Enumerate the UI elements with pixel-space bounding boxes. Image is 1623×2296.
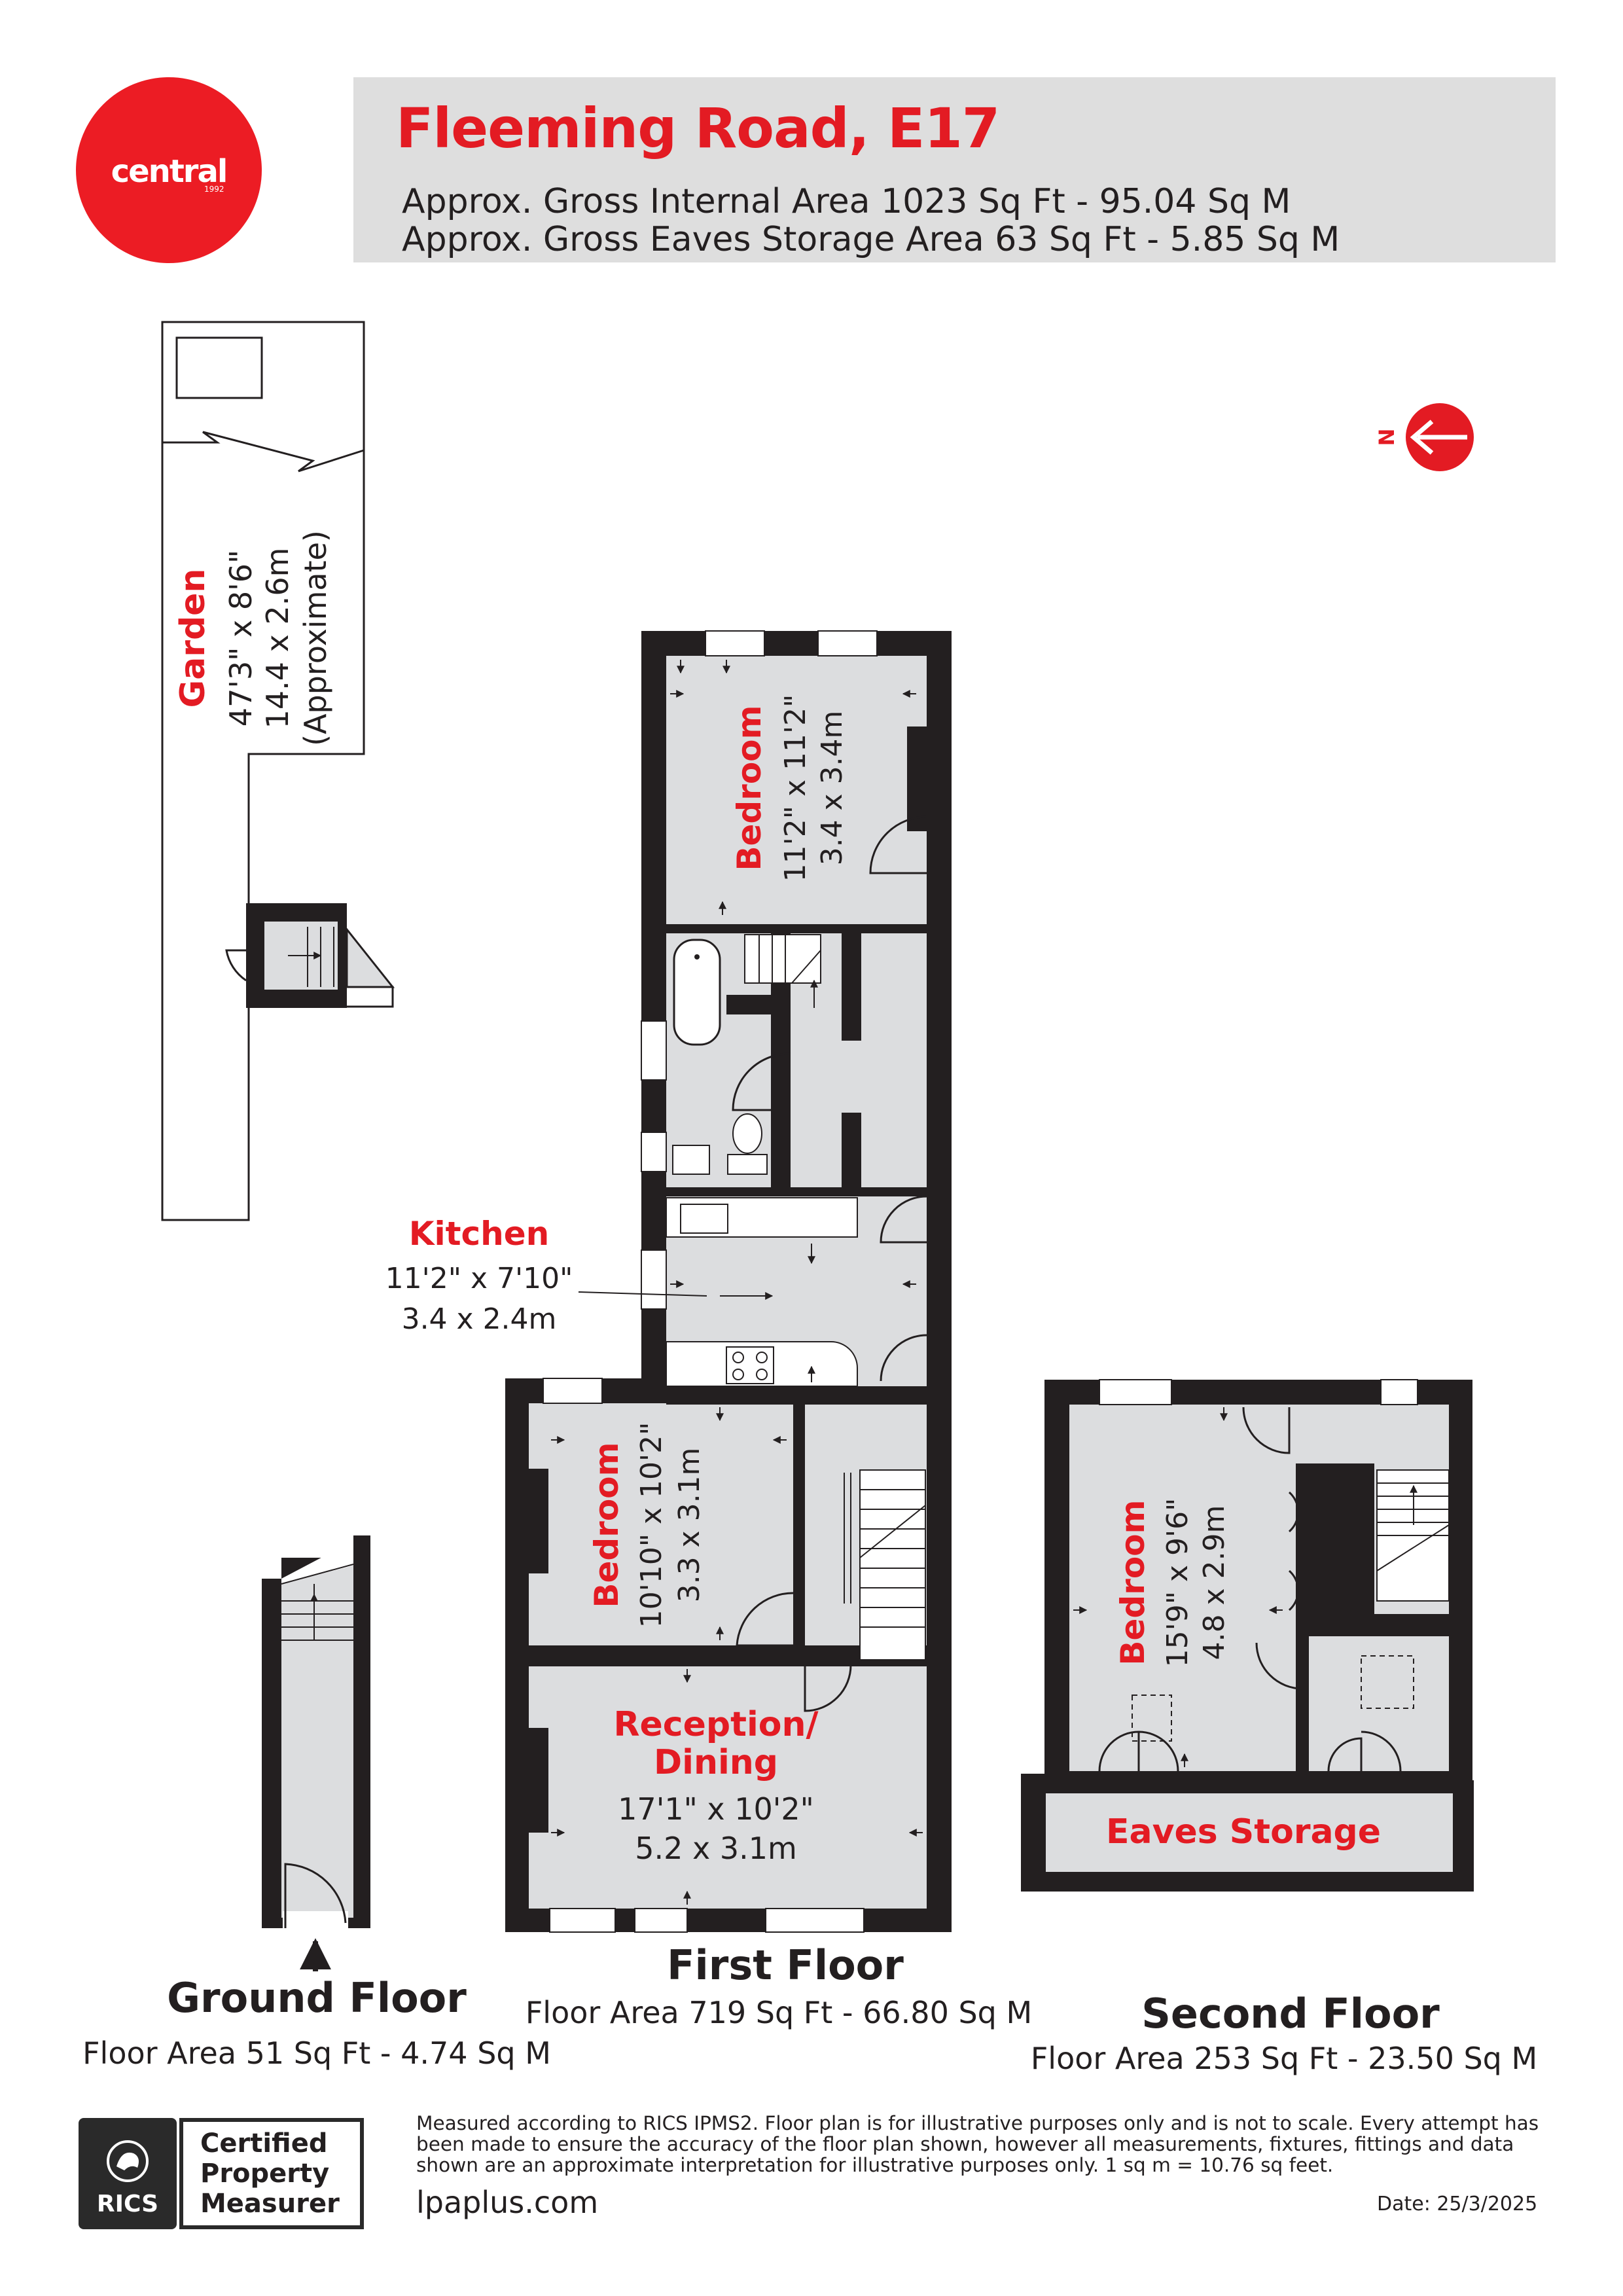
bedroom-rear-imperial: 11'2" x 11'2" <box>779 694 812 882</box>
rics-lion-icon <box>107 2140 149 2182</box>
first-floor-plan <box>505 630 952 1933</box>
first-floor-title: First Floor <box>667 1941 904 1989</box>
garden-label: Garden <box>173 569 213 708</box>
second-floor-area: Floor Area 253 Sq Ft - 23.50 Sq M <box>1030 2041 1538 2076</box>
ground-floor-plan <box>262 1535 370 1971</box>
ground-floor-title: Ground Floor <box>167 1974 467 2022</box>
central-logo: central 1992 <box>76 77 262 263</box>
website-link[interactable]: lpaplus.com <box>416 2185 599 2220</box>
reception-metric: 5.2 x 3.1m <box>635 1831 797 1866</box>
garden-note: (Approximate) <box>298 530 333 746</box>
disclaimer-text: Measured according to RICS IPMS2. Floor … <box>416 2112 1539 2176</box>
kitchen-imperial: 11'2" x 7'10" <box>385 1262 573 1295</box>
garden-metric: 14.4 x 2.6m <box>260 548 295 729</box>
measurer-line: Measurer <box>200 2189 340 2219</box>
rics-logo: RICS <box>79 2118 177 2229</box>
certified-property-measurer-badge: Certified Property Measurer <box>179 2118 364 2229</box>
reception-label-line2: Dining <box>654 1743 778 1782</box>
logo-year: 1992 <box>204 185 224 194</box>
eaves-storage-label: Eaves Storage <box>1106 1812 1381 1852</box>
compass-north-label: N <box>1374 429 1399 446</box>
bedroom-middle-imperial: 10'10" x 10'2" <box>635 1422 668 1628</box>
reception-label-line1: Reception/ <box>613 1705 818 1744</box>
bedroom-rear-label: Bedroom <box>730 705 768 870</box>
gross-internal-area: Approx. Gross Internal Area 1023 Sq Ft -… <box>402 182 1291 221</box>
ground-floor-area: Floor Area 51 Sq Ft - 4.74 Sq M <box>82 2036 551 2071</box>
bedroom-middle-metric: 3.3 x 3.1m <box>673 1448 706 1603</box>
plan-date: Date: 25/3/2025 <box>1377 2193 1538 2215</box>
header-panel <box>353 77 1556 262</box>
kitchen-metric: 3.4 x 2.4m <box>402 1302 557 1336</box>
certified-line: Certified <box>200 2128 328 2159</box>
page-title: Fleeming Road, E17 <box>396 96 1000 160</box>
bedroom-second-metric: 4.8 x 2.9m <box>1198 1505 1231 1660</box>
north-compass-icon: N <box>1374 403 1474 471</box>
logo-wordmark: central <box>111 153 228 190</box>
reception-imperial: 17'1" x 10'2" <box>618 1791 814 1827</box>
first-floor-area: Floor Area 719 Sq Ft - 66.80 Sq M <box>525 1995 1033 2030</box>
bedroom-second-imperial: 15'9" x 9'6" <box>1161 1498 1194 1668</box>
kitchen-label: Kitchen <box>409 1215 550 1253</box>
garden-plan <box>161 321 395 1221</box>
bedroom-second-label: Bedroom <box>1114 1499 1152 1665</box>
garden-imperial: 47'3" x 8'6" <box>223 550 259 726</box>
rics-text: RICS <box>96 2191 159 2217</box>
second-floor-title: Second Floor <box>1141 1990 1440 2037</box>
bedroom-middle-label: Bedroom <box>588 1442 626 1607</box>
property-line: Property <box>200 2159 330 2189</box>
bedroom-rear-metric: 3.4 x 3.4m <box>815 711 849 866</box>
eaves-storage-area: Approx. Gross Eaves Storage Area 63 Sq F… <box>402 220 1340 259</box>
second-floor-plan <box>1021 1379 1474 1892</box>
